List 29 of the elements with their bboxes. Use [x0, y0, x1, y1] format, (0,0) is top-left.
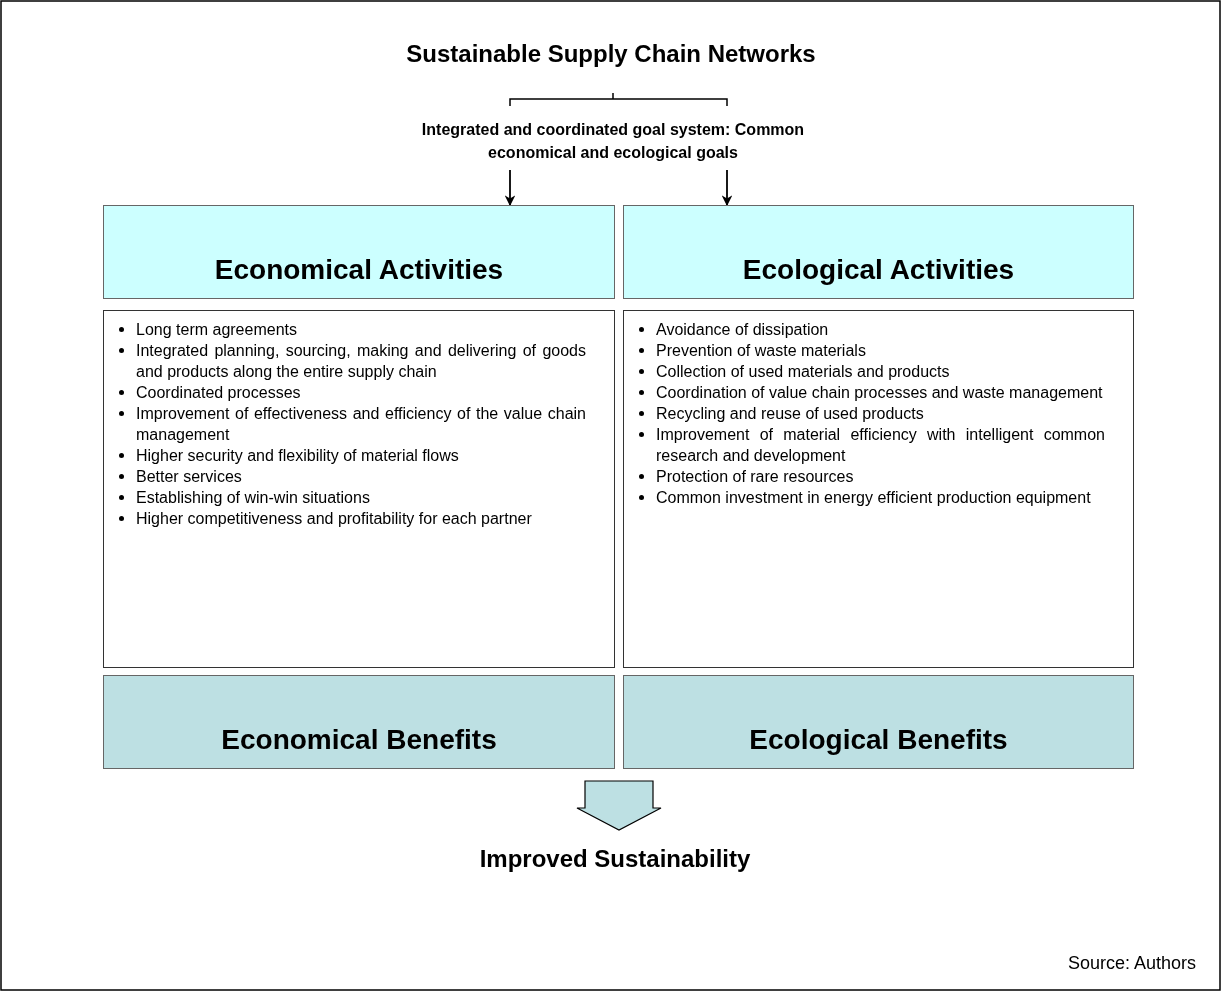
arrow — [721, 169, 733, 207]
activity-header-box: Economical Activities — [103, 205, 615, 299]
bullet-item: Coordination of value chain processes and waste management — [656, 384, 1103, 401]
bullet-item: Recycling and reuse of used products — [656, 405, 924, 422]
arrow — [504, 169, 516, 207]
bullet-item: Higher competitiveness and profitability for each partner — [136, 510, 532, 527]
bullet-item: Higher security and flexibility of material flows — [136, 447, 459, 464]
bullet-item: Establishing of win-win situations — [136, 489, 370, 506]
bullet-item: Improvement of effectiveness and efficiency of the value chain management — [136, 405, 586, 443]
benefit-box: Ecological Benefits — [623, 675, 1134, 769]
bullet-item: Avoidance of dissipation — [656, 321, 829, 338]
bullet-item: Better services — [136, 468, 242, 485]
bullet-item: Common investment in energy efficient production equipment — [656, 489, 1091, 506]
outcome-text: Improved Sustainability — [478, 844, 752, 874]
activity-list-box — [623, 310, 1134, 668]
diagram-title: Sustainable Supply Chain Networks — [405, 40, 817, 68]
source-note: Source: Authors — [1067, 953, 1196, 974]
bullet-item: Collection of used materials and products — [656, 363, 950, 380]
activity-list-box — [103, 310, 615, 668]
bullet-item: Prevention of waste materials — [656, 342, 866, 359]
activity-header-box: Ecological Activities — [623, 205, 1134, 299]
goal-text: Integrated and coordinated goal system: Common economical and ecological goals — [420, 120, 806, 164]
bullet-item: Long term agreements — [136, 321, 297, 338]
bullet-item: Integrated planning, sourcing, making and delivering of goods and products along the entire supply chain — [136, 342, 586, 380]
bullet-item: Improvement of material efficiency with intelligent common research and development — [656, 426, 1105, 464]
bullet-item: Coordinated processes — [136, 384, 301, 401]
bullet-item: Protection of rare resources — [656, 468, 854, 485]
benefit-box: Economical Benefits — [103, 675, 615, 769]
block-arrow — [576, 780, 662, 831]
